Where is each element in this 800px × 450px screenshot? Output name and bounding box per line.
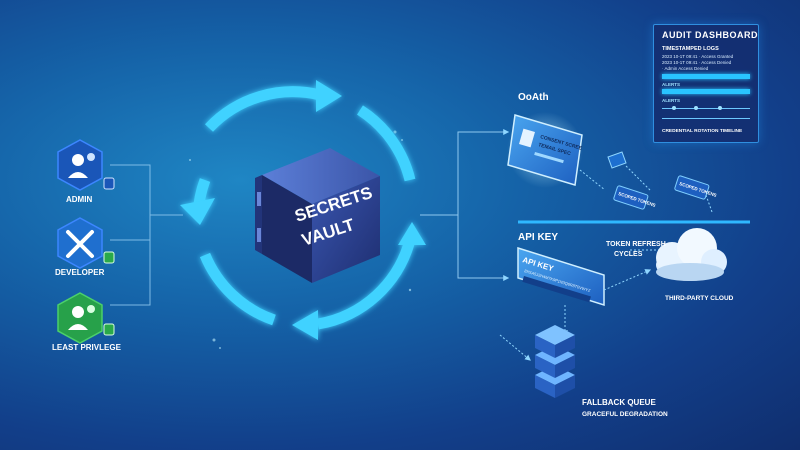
cloud-icon [656, 228, 727, 281]
wrench-screwdriver-icon [66, 230, 94, 258]
timeline-marker [718, 106, 722, 110]
timestamped-logs-title: TIMESTAMPED LOGS [662, 46, 719, 52]
fallback-queue-stack-icon [535, 325, 575, 398]
timeline-marker [672, 106, 676, 110]
log-line-1: 2023 10-1T 09:41 · Access Granted [662, 54, 734, 59]
timeline-marker [694, 106, 698, 110]
oauth-label: OoAth [518, 92, 549, 103]
lock-icon [103, 251, 115, 264]
role-least-privilege-label: LEAST PRIVLEGE [52, 343, 121, 352]
token-refresh-label-line2: CYCLES [614, 251, 643, 258]
timeline-track [662, 108, 750, 109]
third-party-cloud-label: THIRD-PARTY CLOUD [665, 295, 734, 302]
role-least-privilege-node [57, 292, 115, 344]
oauth-consent-card: CONSENT SCREE TEMAIL SPEC [507, 112, 583, 188]
role-connectors [110, 164, 183, 306]
vault-hinge [257, 192, 261, 206]
sparkle-particles [189, 130, 412, 349]
user-gear-icon [72, 154, 84, 166]
user-gear-icon [72, 306, 84, 318]
credential-rotation-timeline-label: CREDENTIAL ROTATION TIMELINE [662, 129, 743, 134]
rotation-cycle [180, 80, 426, 340]
timeline-track [662, 118, 750, 119]
scoped-token-tags: SCOPED TOKENS SCOPED TOKENS [579, 151, 717, 213]
secrets-vault: SECRETS VAULT [255, 148, 380, 283]
api-key-label: API KEY [518, 232, 559, 243]
alerts-bar [662, 89, 750, 94]
lock-icon [103, 177, 115, 190]
token-refresh-label-line1: TOKEN REFRESH [606, 241, 666, 248]
lock-icon [103, 323, 115, 336]
vault-hinge [257, 228, 261, 242]
alerts-label-2: ALERTS [662, 98, 680, 103]
fallback-queue-title: FALLBACK QUEUE [582, 398, 656, 407]
role-admin-label: ADMIN [66, 195, 93, 204]
api-key-card: API KEY 8XSA5J2H4M7K9P1N3Q6R8T0VWYZ [517, 246, 605, 307]
log-bar [662, 74, 750, 79]
role-developer-label: DEVELOPER [55, 268, 105, 277]
log-line-3: · Admin Access Denied [662, 66, 709, 71]
role-developer-node [57, 217, 115, 269]
vault-connectors [420, 129, 510, 281]
audit-dashboard-panel: AUDIT DASHBOARD TIMESTAMPED LOGS 2023 10… [653, 24, 759, 143]
profile-photo-icon [519, 128, 535, 148]
log-line-2: 2023 10-1T 09:41 · Access Denied [662, 60, 732, 65]
role-admin-node [57, 139, 115, 191]
alerts-label-1: ALERTS [662, 82, 680, 87]
audit-dashboard-title: AUDIT DASHBOARD [662, 30, 758, 40]
fallback-queue-subtitle: GRACEFUL DEGRADATION [582, 411, 668, 418]
